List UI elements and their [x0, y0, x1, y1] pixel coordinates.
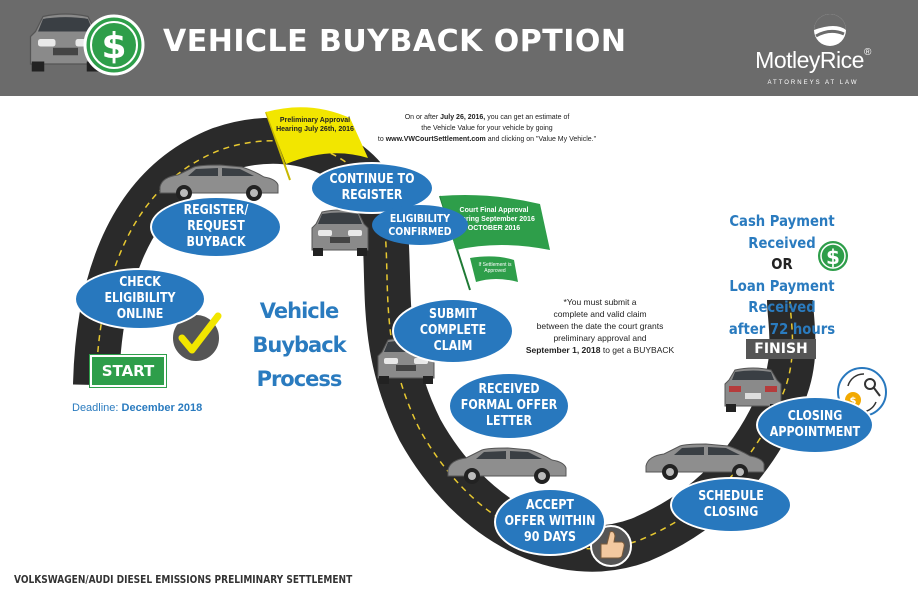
top-note-line2: the Vehicle Value for your vehicle by go…	[421, 125, 553, 132]
step-register: REGISTER/ REQUEST BUYBACK	[150, 196, 282, 258]
brand-logo-icon	[814, 14, 846, 46]
page-title: VEHICLE BUYBACK OPTION	[163, 24, 627, 59]
step-continue-register-label: CONTINUE TO REGISTER	[329, 172, 415, 203]
payment-line2: Received	[748, 233, 816, 252]
payment-line1: Cash Payment	[729, 212, 835, 230]
thumbs-up-icon	[590, 525, 632, 567]
claim-note-line3: between the date the court grants	[536, 321, 664, 331]
payment-or: OR	[771, 255, 793, 273]
start-sign: START	[90, 355, 166, 387]
step-received-offer: RECEIVED FORMAL OFFER LETTER	[448, 372, 570, 440]
lane-line	[95, 140, 794, 550]
svg-text:$: $	[850, 396, 857, 407]
deadline-label: Deadline:	[72, 402, 119, 414]
flag-preliminary-text: Preliminary Approval Hearing July 26th, …	[276, 117, 354, 133]
step-closing-appointment-label: CLOSING APPOINTMENT	[769, 409, 861, 440]
step-submit-claim: SUBMIT COMPLETE CLAIM	[392, 298, 514, 364]
step-eligibility-confirmed-label: ELIGIBILITY CONFIRMED	[388, 212, 452, 238]
payment-line3: Loan Payment	[729, 276, 835, 295]
payment-line4: Received	[748, 298, 816, 316]
step-schedule-closing: SCHEDULE CLOSING	[670, 477, 792, 533]
claim-note: *You must submit a complete and valid cl…	[505, 296, 695, 356]
top-note-line1-pre: On or after	[404, 114, 441, 121]
top-note-line3-pre: to	[377, 136, 386, 143]
step-check-eligibility-label: CHECK ELIGIBILITY ONLINE	[104, 275, 176, 322]
finish-sign: FINISH	[746, 339, 816, 359]
header-bar	[0, 0, 918, 96]
step-register-label: REGISTER/ REQUEST BUYBACK	[183, 203, 249, 250]
claim-note-line4: preliminary approval and	[553, 333, 647, 343]
brand-registered: ®	[863, 47, 871, 58]
claim-note-line2: complete and valid claim	[553, 309, 647, 319]
payment-line5: after 72 hours	[728, 319, 836, 338]
brand-name: MotleyRice®	[738, 47, 888, 74]
payment-text: Cash Payment Received OR Loan Payment Re…	[720, 211, 843, 340]
svg-text:$: $	[101, 26, 126, 67]
top-note-date: July 26, 2016,	[440, 114, 486, 121]
top-note-line1-post: you can get an estimate of	[485, 114, 570, 121]
deadline-date: December 2018	[121, 402, 203, 414]
checkmark-icon	[171, 312, 222, 363]
flag-preliminary	[265, 107, 368, 181]
claim-note-line1: *You must submit a	[563, 297, 637, 307]
svg-text:$: $	[826, 245, 840, 269]
step-submit-claim-label: SUBMIT COMPLETE CLAIM	[419, 307, 487, 354]
footer-text: VOLKSWAGEN/AUDI DIESEL EMISSIONS PRELIMI…	[14, 573, 353, 586]
brand-name-text: MotleyRice	[755, 47, 864, 73]
top-note-line3-post: and clicking on "Value My Vehicle."	[485, 136, 597, 143]
flag-court-final	[439, 195, 550, 291]
top-note: On or after July 26, 2016, you can get a…	[362, 112, 612, 145]
brand-tagline: ATTORNEYS AT LAW	[767, 80, 859, 86]
top-note-url: www.VWCourtSettlement.com	[385, 136, 486, 143]
step-schedule-closing-label: SCHEDULE CLOSING	[698, 489, 764, 520]
step-eligibility-confirmed: ELIGIBILITY CONFIRMED	[372, 205, 468, 245]
claim-note-line5: to get a BUYBACK	[600, 345, 675, 355]
process-title: Vehicle Buyback Process	[252, 299, 346, 391]
step-closing-appointment: CLOSING APPOINTMENT	[756, 396, 874, 454]
step-accept-offer-label: ACCEPT OFFER WITHIN 90 DAYS	[504, 498, 596, 545]
deadline: Deadline: December 2018	[72, 402, 202, 414]
claim-note-date: September 1, 2018	[525, 345, 601, 355]
payment-dollar-icon: $	[816, 239, 850, 273]
dollar-icon: $	[83, 14, 145, 76]
step-received-offer-label: RECEIVED FORMAL OFFER LETTER	[460, 382, 558, 429]
flag-settlement-text: If Settlement is Approved	[478, 262, 512, 274]
flag-court-final-text: Court Final Approval Hearing September 2…	[453, 207, 535, 232]
step-accept-offer: ACCEPT OFFER WITHIN 90 DAYS	[494, 488, 606, 556]
step-check-eligibility: CHECK ELIGIBILITY ONLINE	[74, 268, 206, 330]
